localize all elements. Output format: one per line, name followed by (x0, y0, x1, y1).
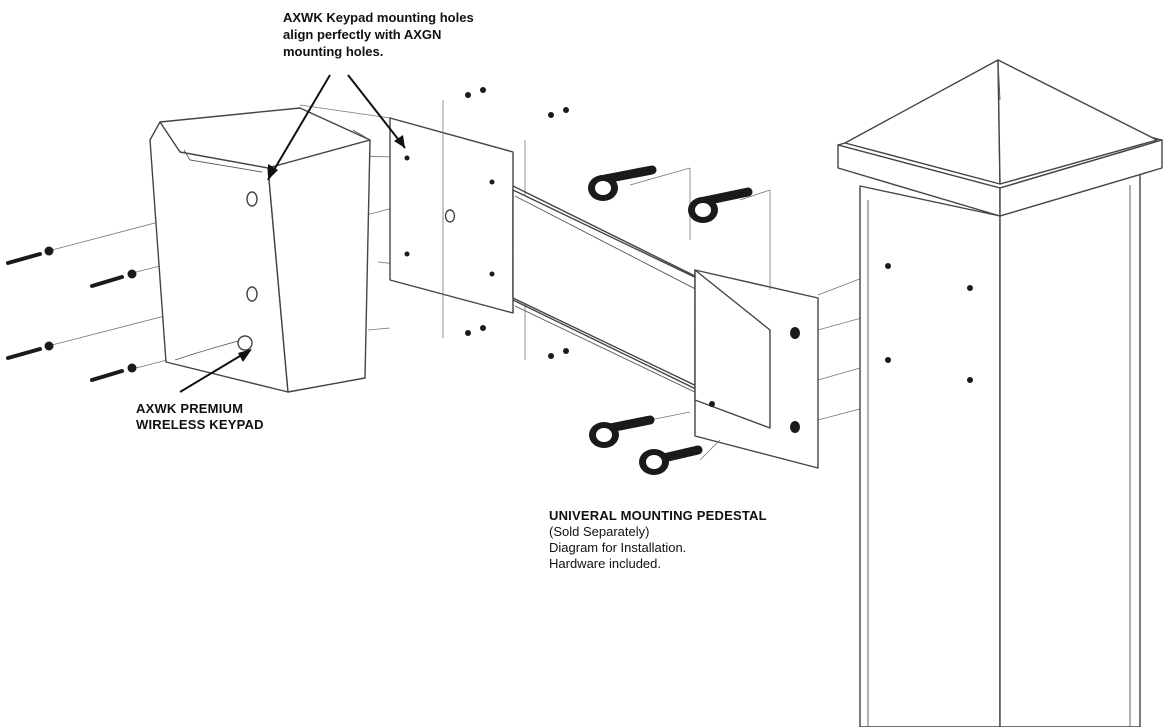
keypad-title-label: AXWK PREMIUM WIRELESS KEYPAD (136, 401, 264, 433)
note-line-3: mounting holes. (283, 44, 384, 59)
hex-bolt-4 (639, 445, 703, 475)
pedestal-title: UNIVERAL MOUNTING PEDESTAL (549, 508, 767, 523)
hex-bolt-1 (588, 165, 657, 201)
note-line-1: AXWK Keypad mounting holes (283, 10, 474, 25)
keypad-title-line-2: WIRELESS KEYPAD (136, 417, 264, 432)
keypad-axwk (149, 107, 371, 393)
callout-arrows (179, 74, 406, 393)
keypad-holes-note: AXWK Keypad mounting holes align perfect… (283, 9, 474, 60)
bolt-left-2 (90, 269, 137, 288)
bolt-left-1 (6, 246, 54, 265)
hex-bolt-3 (589, 415, 655, 448)
pedestal-line-2: Diagram for Installation. (549, 540, 687, 555)
note-line-2: align perfectly with AXGN (283, 27, 442, 42)
pedestal-flange (694, 269, 819, 469)
gate-post (837, 59, 1163, 727)
mounting-plate (389, 87, 569, 360)
hex-bolt-2 (688, 187, 753, 223)
bolt-left-4 (90, 363, 137, 382)
left-bolt-set (6, 246, 137, 382)
pedestal-line-1: (Sold Separately) (549, 524, 650, 539)
pedestal-label: UNIVERAL MOUNTING PEDESTAL (Sold Separat… (549, 508, 767, 572)
pedestal-line-3: Hardware included. (549, 556, 662, 571)
right-bolt-set (588, 165, 771, 475)
bolt-left-3 (6, 341, 54, 360)
keypad-title-line-1: AXWK PREMIUM (136, 401, 244, 416)
